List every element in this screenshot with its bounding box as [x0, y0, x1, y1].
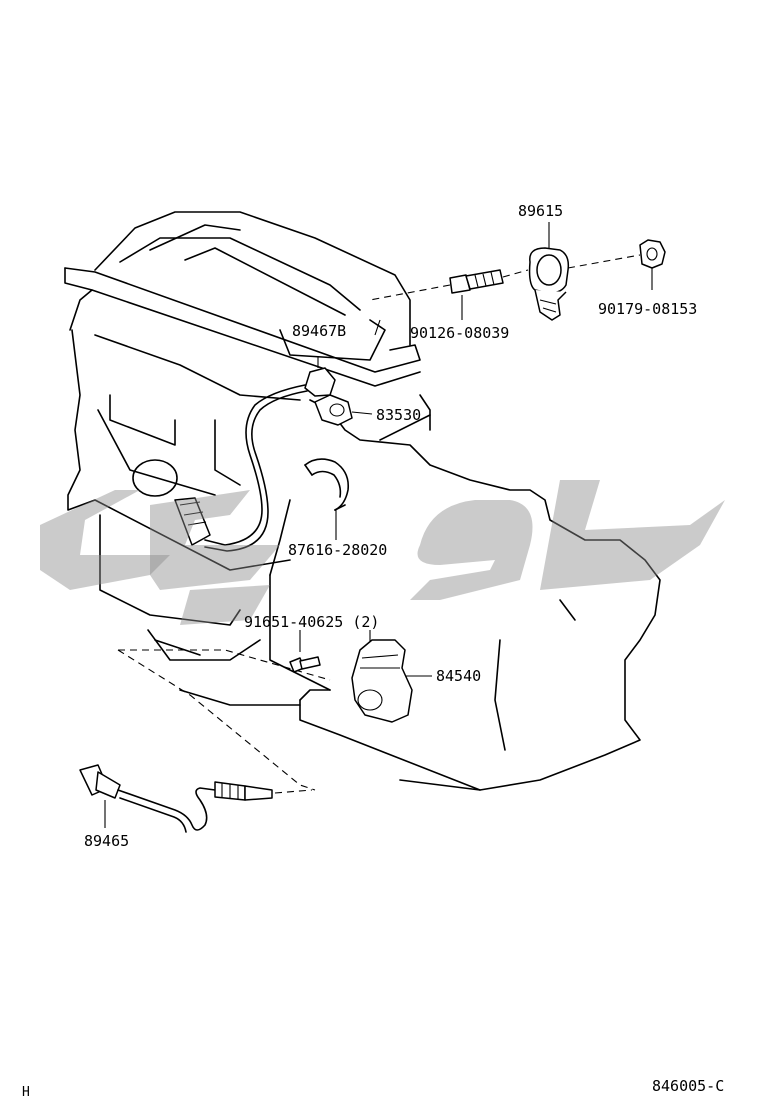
leader-lines	[374, 222, 550, 336]
knock-sensor-part	[528, 247, 641, 321]
connector-wire-part	[174, 356, 336, 552]
bolt-part	[289, 630, 371, 673]
diagram-code: 846005-C	[652, 1077, 725, 1095]
label-90126-08039: 90126-08039	[410, 324, 510, 342]
stud-bolt-part	[369, 269, 529, 320]
oxygen-sensor-part	[79, 764, 313, 833]
neutral-switch-part	[351, 639, 432, 723]
label-89615: 89615	[518, 202, 564, 220]
label-87616-28020: 87616-28020	[288, 541, 388, 559]
engine-block	[64, 211, 661, 791]
label-89467b: 89467B	[292, 322, 347, 340]
label-84540: 84540	[436, 667, 482, 685]
temp-sensor-part	[314, 394, 373, 426]
label-91651-40625: 91651-40625 (2)	[244, 613, 380, 631]
label-90179-08153: 90179-08153	[598, 300, 698, 318]
corner-mark: H	[22, 1085, 30, 1100]
watermark	[40, 480, 725, 625]
label-89465: 89465	[84, 832, 130, 850]
clamp-part	[304, 458, 350, 540]
label-83530: 83530	[376, 406, 422, 424]
nut-part	[639, 239, 666, 290]
